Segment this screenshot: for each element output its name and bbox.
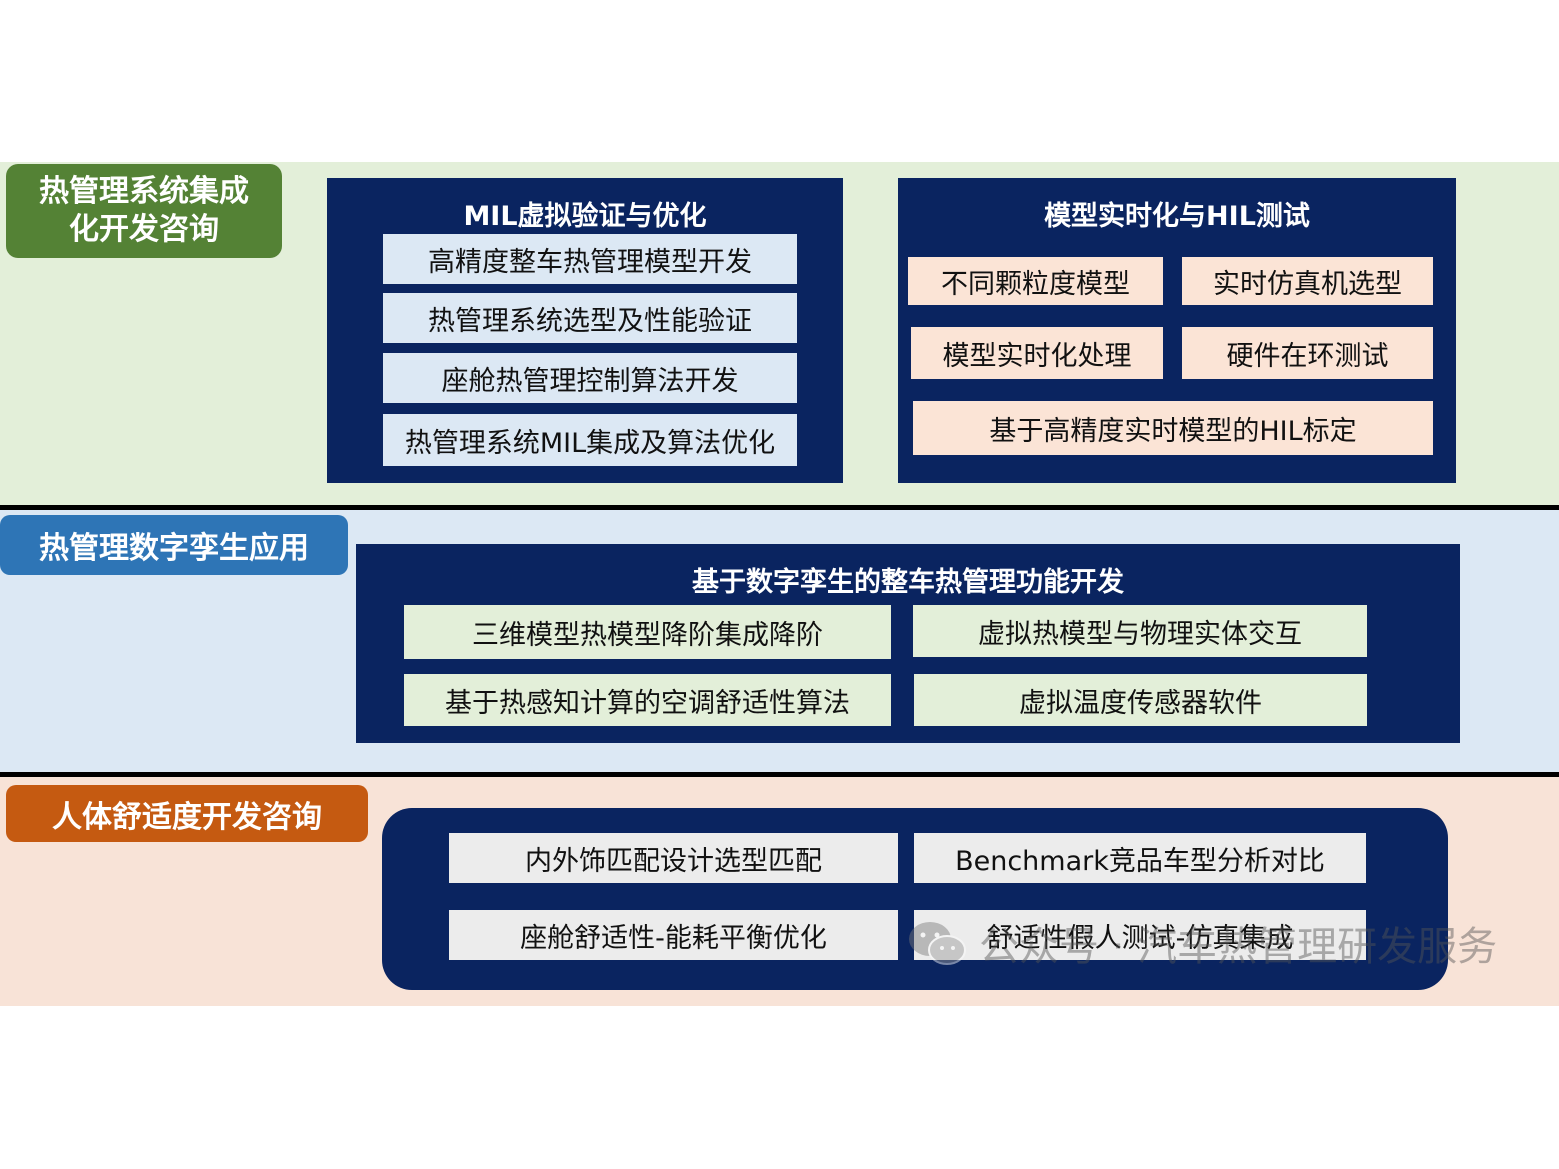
hil-panel-title: 模型实时化与HIL测试 [1044,201,1310,232]
section2-tag: 热管理数字孪生应用 [0,515,348,575]
digital-twin-item: 虚拟温度传感器软件 [914,674,1367,726]
mil-item: 座舱热管理控制算法开发 [383,353,797,403]
section1-tag: 热管理系统集成 化开发咨询 [6,164,282,258]
hil-item: 模型实时化处理 [911,327,1163,379]
section-divider [0,505,1559,510]
section1-tag-line1: 热管理系统集成 [39,174,249,209]
hil-item: 不同颗粒度模型 [908,257,1163,305]
hil-item: 硬件在环测试 [1182,327,1433,379]
comfort-item: 座舱舒适性-能耗平衡优化 [449,910,898,960]
digital-twin-item: 三维模型热模型降阶集成降阶 [404,605,891,659]
comfort-item: 舒适性假人测试-仿真集成 [914,910,1366,960]
comfort-item: Benchmark竞品车型分析对比 [914,833,1366,883]
mil-item: 高精度整车热管理模型开发 [383,234,797,284]
mil-panel-title: MIL虚拟验证与优化 [463,201,707,232]
mil-item: 热管理系统选型及性能验证 [383,293,797,343]
digital-twin-item: 基于热感知计算的空调舒适性算法 [404,674,891,726]
digital-twin-item: 虚拟热模型与物理实体交互 [913,605,1367,657]
hil-item: 实时仿真机选型 [1182,257,1433,305]
digital-twin-panel-title: 基于数字孪生的整车热管理功能开发 [692,567,1124,598]
comfort-item: 内外饰匹配设计选型匹配 [449,833,898,883]
section3-tag: 人体舒适度开发咨询 [6,785,368,842]
section1-tag-line2: 化开发咨询 [69,212,219,247]
hil-item: 基于高精度实时模型的HIL标定 [913,401,1433,455]
mil-item: 热管理系统MIL集成及算法优化 [383,414,797,466]
section-divider [0,772,1559,777]
